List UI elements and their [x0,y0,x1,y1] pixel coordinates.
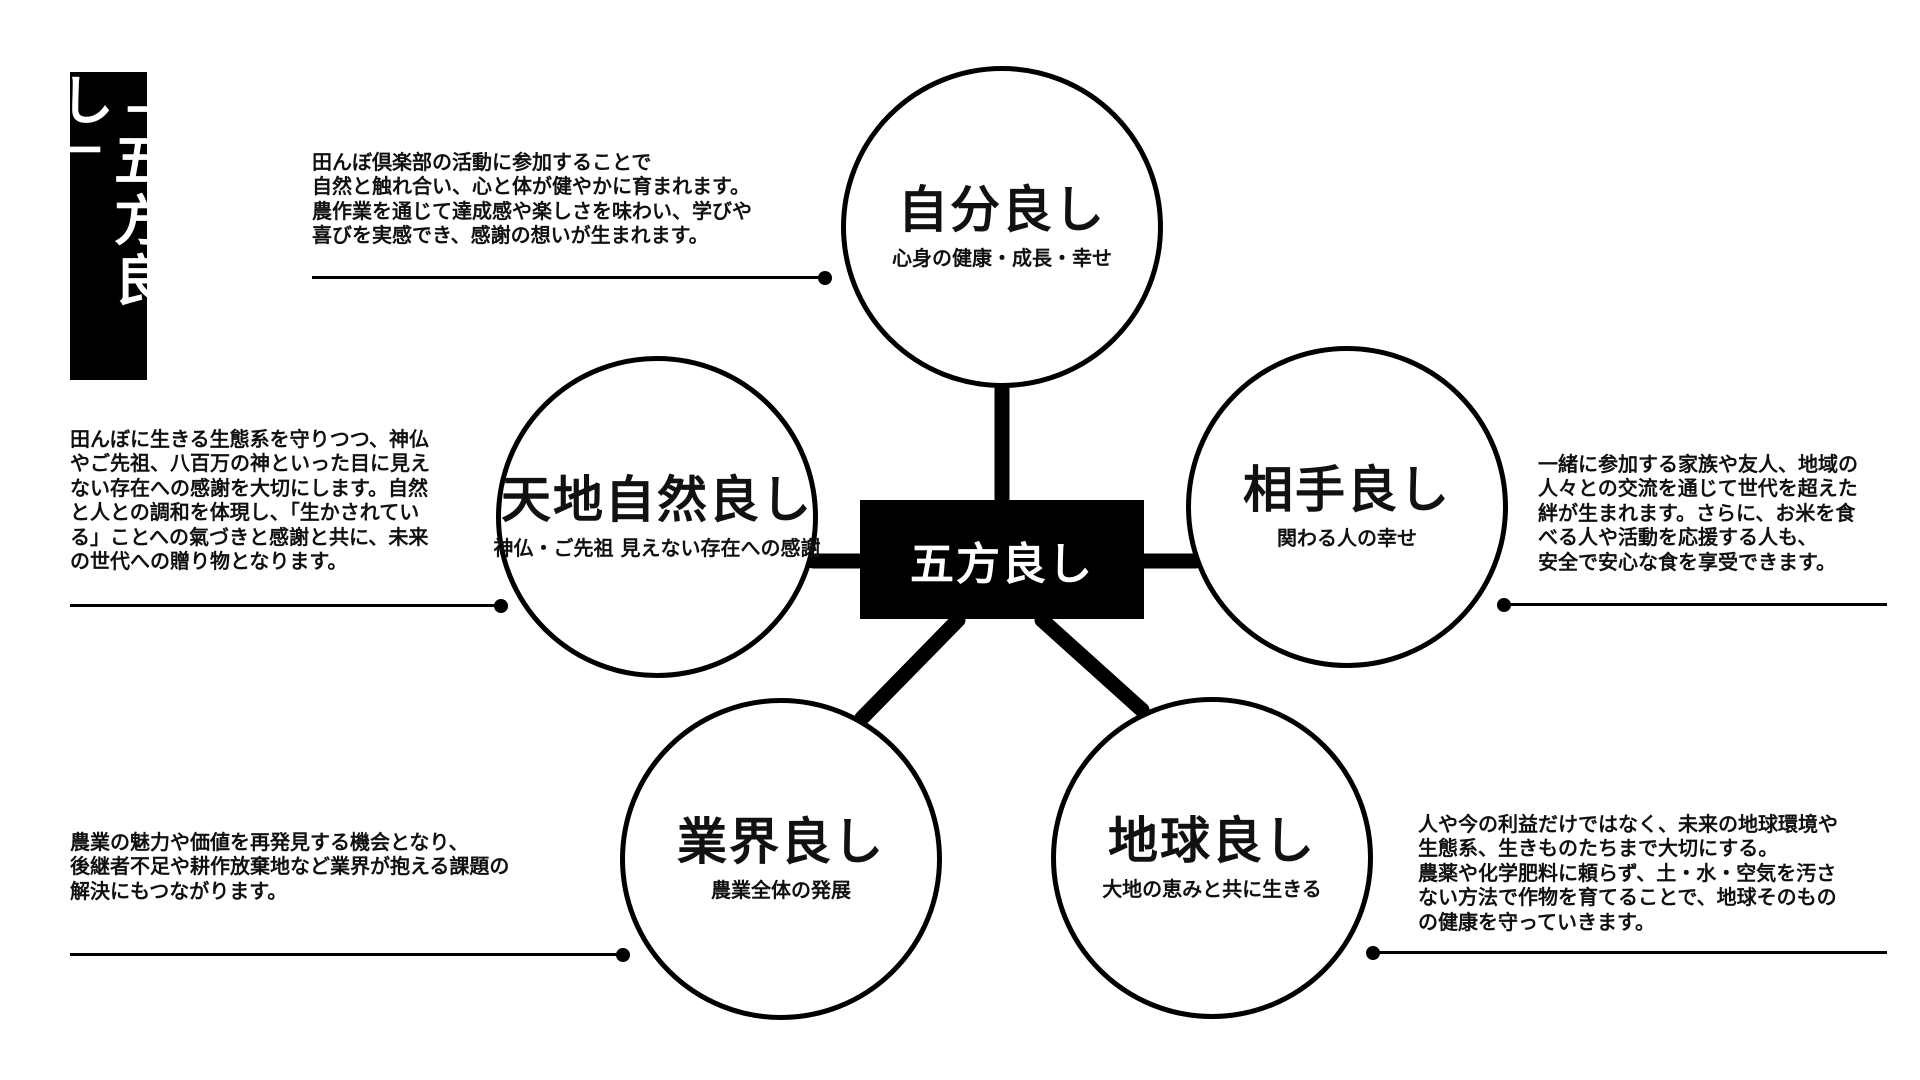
desc-industry: 農業の魅力や価値を再発見する機会となり、 後継者不足や耕作放棄地など業界が抱える… [70,830,510,903]
desc-self: 田んぼ倶楽部の活動に参加することで 自然と触れ合い、心と体が健やかに育まれます。… [312,150,752,248]
vertical-title-text: 「五方良し」 [50,72,168,312]
node-subtitle-industry: 農業全体の発展 [711,878,851,903]
connector-earth [1034,612,1150,718]
vertical-title: 「五方良し」 [51,72,168,380]
leader-dot-industry [616,948,630,962]
leader-dot-partner [1497,598,1511,612]
circle-earth: 地球良し 大地の恵みと共に生きる [1051,697,1373,1019]
center-label: 五方良し [910,538,1094,590]
node-subtitle-heaven-earth: 神仏・ご先祖 見えない存在への感謝 [493,536,821,561]
node-title-earth: 地球良し [1108,811,1316,870]
leader-dot-earth [1366,946,1380,960]
circle-heaven-earth: 天地自然良し 神仏・ご先祖 見えない存在への感謝 [493,356,821,678]
leader-line-industry [70,953,624,956]
desc-partner: 一緒に参加する家族や友人、地域の 人々との交流を通じて世代を超えた 絆が生まれま… [1538,452,1858,574]
circle-industry: 業界良し 農業全体の発展 [620,698,942,1020]
node-title-self: 自分良し [898,180,1106,239]
connector-industry [854,612,966,726]
leader-dot-self [818,271,832,285]
node-subtitle-self: 心身の健康・成長・幸せ [892,246,1112,271]
node-subtitle-partner: 関わる人の幸せ [1277,526,1417,551]
desc-heaven-earth: 田んぼに生きる生態系を守りつつ、神仏 やご先祖、八百万の神といった目に見え ない… [70,427,430,573]
leader-line-heaven-earth [70,604,502,607]
node-subtitle-earth: 大地の恵みと共に生きる [1102,877,1322,902]
circle-partner: 相手良し 関わる人の幸せ [1186,346,1508,668]
node-title-heaven-earth: 天地自然良し [501,470,813,529]
circle-self: 自分良し 心身の健康・成長・幸せ [841,66,1163,388]
leader-line-earth [1373,951,1887,954]
desc-earth: 人や今の利益だけではなく、未来の地球環境や 生態系、生きものたちまで大切にする。… [1418,812,1838,934]
leader-line-self [312,276,826,279]
node-title-industry: 業界良し [677,812,885,871]
center-box: 五方良し [860,500,1144,619]
leader-dot-heaven-earth [494,599,508,613]
leader-line-partner [1504,603,1887,606]
node-title-partner: 相手良し [1243,460,1451,519]
